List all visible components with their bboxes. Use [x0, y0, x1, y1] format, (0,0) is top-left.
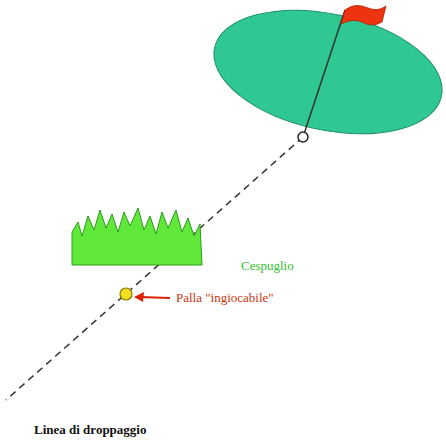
line-label: Linea di droppaggio: [34, 422, 146, 437]
putting-green: [202, 0, 446, 153]
hole: [298, 132, 308, 142]
bush: [72, 208, 202, 265]
pointer-arrowhead: [134, 292, 144, 302]
ball-label: Palla "ingiocabile": [176, 290, 274, 305]
golf-ball: [120, 288, 132, 300]
flag: [341, 5, 386, 25]
pointer-arrow: [140, 297, 170, 298]
bush-label: Cespuglio: [241, 258, 294, 273]
drop-line: [6, 137, 303, 400]
flag-pole: [303, 10, 345, 137]
